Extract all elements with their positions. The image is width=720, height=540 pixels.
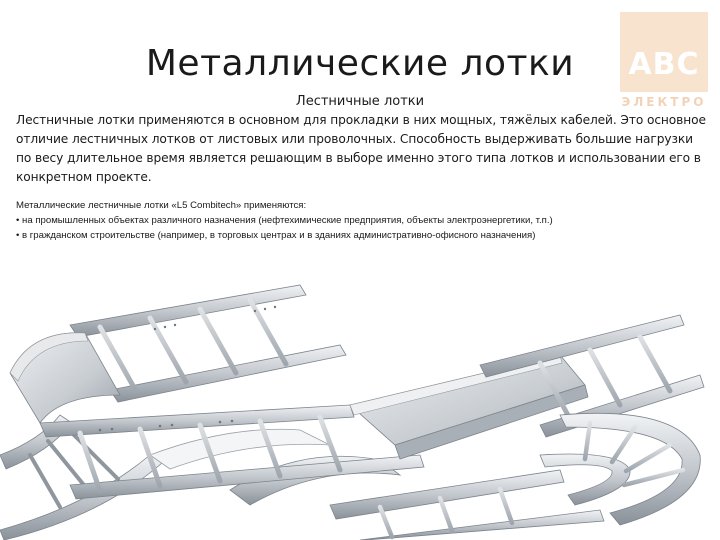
logo-subtext: ЭЛЕКТРО [621, 95, 707, 109]
page-title: Металлические лотки [145, 43, 575, 84]
curved-ladder-right [539, 412, 701, 526]
long-ladder-diagonal [39, 404, 425, 500]
application-item: • в гражданском строительстве (например,… [16, 230, 536, 241]
application-intro: Металлические лестничные лотки «L5 Combi… [16, 200, 307, 211]
application-list: Металлические лестничные лотки «L5 Combi… [16, 198, 711, 243]
logo-text: ABC [628, 47, 700, 82]
center-sheet-tray [349, 354, 589, 460]
bottom-ladder [329, 469, 605, 540]
brand-logo: ABC ЭЛЕКТРО [620, 12, 708, 108]
page-subtitle: Лестничные лотки [295, 94, 425, 109]
cable-tray-illustration [0, 284, 705, 540]
description-paragraph: Лестничные лотки применяются в основном … [16, 113, 706, 184]
application-item: • на промышленных объектах различного на… [16, 215, 553, 226]
sheet-tray-bend [9, 332, 121, 424]
logo-background [620, 12, 708, 92]
straight-ladder-top [69, 284, 347, 403]
